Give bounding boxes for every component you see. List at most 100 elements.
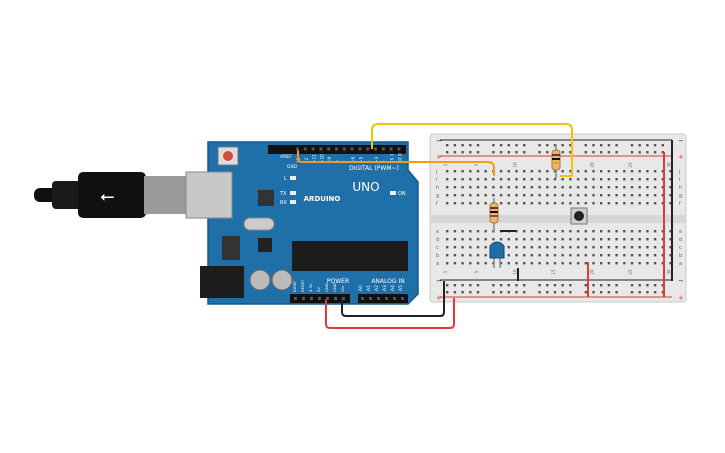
- breadboard-hole: [569, 178, 572, 181]
- breadboard-hole: [546, 254, 549, 257]
- breadboard-hole: [538, 262, 541, 265]
- breadboard-hole: [592, 186, 595, 189]
- breadboard-hole: [653, 170, 657, 173]
- breadboard-hole: [523, 144, 526, 147]
- analog-pin-label: A3: [382, 285, 388, 291]
- breadboard-hole: [576, 170, 580, 173]
- brand-label: ARDUINO: [304, 195, 341, 203]
- breadboard-hole: [669, 246, 672, 249]
- breadboard-hole: [446, 246, 449, 249]
- breadboard-hole: [607, 246, 611, 249]
- breadboard-hole: [592, 262, 595, 265]
- row-letter: d: [679, 237, 682, 243]
- breadboard-hole: [607, 284, 611, 287]
- power-pin-label: Vin: [340, 285, 345, 292]
- breadboard-hole: [646, 254, 649, 257]
- tx-label: TX: [279, 191, 287, 197]
- breadboard-hole: [553, 262, 557, 265]
- breadboard-hole: [615, 170, 618, 173]
- digital-header[interactable]: [290, 145, 406, 154]
- row-letter: e: [436, 229, 439, 235]
- column-number: 5: [474, 270, 479, 273]
- regulator: [258, 238, 272, 252]
- breadboard-hole: [530, 254, 534, 257]
- column-number: 20: [590, 269, 595, 275]
- header-pin: [350, 147, 354, 151]
- breadboard-hole: [523, 202, 526, 205]
- breadboard-hole: [592, 151, 595, 154]
- breadboard-hole: [530, 202, 534, 205]
- breadboard-hole: [492, 144, 495, 147]
- breadboard-hole: [515, 144, 518, 147]
- breadboard-hole: [530, 186, 534, 189]
- wire-red-5v[interactable]: [325, 298, 455, 329]
- header-pin: [326, 297, 329, 300]
- row-letter: i: [436, 177, 437, 183]
- breadboard-hole: [469, 291, 472, 294]
- row-letter: c: [436, 245, 439, 251]
- breadboard-hole: [638, 144, 641, 147]
- column-number: 10: [513, 162, 518, 168]
- header-pin: [385, 297, 388, 300]
- breadboard-hole: [600, 284, 603, 287]
- breadboard-hole: [561, 194, 564, 197]
- breadboard-hole: [623, 238, 626, 241]
- resistor-pulldown[interactable]: [551, 144, 561, 178]
- column-number: 10: [513, 269, 518, 275]
- breadboard-hole: [600, 262, 603, 265]
- breadboard-hole: [446, 230, 449, 233]
- breadboard-hole: [469, 238, 472, 241]
- arduino-uno-board[interactable]: DIGITAL (PWM~) POWER ANALOG IN ARDUINO U…: [185, 141, 419, 305]
- analog-header[interactable]: [358, 294, 408, 303]
- breadboard-hole: [646, 151, 649, 154]
- breadboard-hole: [661, 144, 664, 147]
- breadboard-hole: [553, 230, 557, 233]
- wire-orange-pin13[interactable]: [297, 149, 495, 176]
- usb-icon: ⭠: [100, 186, 114, 207]
- wire-yellow-pin2[interactable]: [371, 123, 573, 177]
- breadboard-hole: [476, 230, 480, 233]
- chip-small: [258, 190, 274, 206]
- power-pin-label: RESET: [300, 279, 305, 292]
- breadboard-hole: [600, 170, 603, 173]
- breadboard-hole: [523, 246, 526, 249]
- breadboard-hole: [630, 144, 634, 147]
- breadboard-hole: [569, 144, 572, 147]
- breadboard-hole: [515, 262, 518, 265]
- breadboard-hole: [446, 202, 449, 205]
- breadboard-hole: [600, 230, 603, 233]
- led[interactable]: [489, 241, 505, 268]
- breadboard-hole: [661, 291, 664, 294]
- breadboard-hole: [476, 238, 480, 241]
- pushbutton[interactable]: [570, 207, 588, 225]
- resistor-led[interactable]: [489, 198, 499, 232]
- breadboard-hole: [561, 202, 564, 205]
- breadboard-hole: [646, 186, 649, 189]
- analog-pin-label: A0: [358, 285, 364, 291]
- breadboard-hole: [530, 194, 534, 197]
- resistor-led-band-3: [490, 215, 498, 217]
- breadboard-hole: [600, 291, 603, 294]
- breadboard-hole: [561, 178, 564, 181]
- breadboard-hole: [638, 151, 641, 154]
- row-letter: b: [436, 253, 439, 259]
- power-jack[interactable]: [200, 266, 244, 298]
- header-pin: [342, 147, 346, 151]
- resistor-led-band-2: [490, 211, 498, 213]
- breadboard-hole: [561, 291, 564, 294]
- aref-header[interactable]: [268, 145, 290, 154]
- breadboard-hole: [576, 246, 580, 249]
- breadboard-hole: [630, 230, 634, 233]
- column-number: 25: [628, 269, 633, 275]
- breadboard-hole: [492, 291, 495, 294]
- usb-plug-body: [78, 172, 146, 218]
- breadboard-hole: [538, 230, 541, 233]
- breadboard-hole: [623, 246, 626, 249]
- digital-pin-label: RX 0: [397, 153, 402, 163]
- breadboard-hole: [669, 230, 672, 233]
- breadboard-hole: [476, 291, 480, 294]
- breadboard-hole: [638, 194, 641, 197]
- wire-black-gnd[interactable]: [341, 281, 445, 317]
- header-pin: [310, 297, 313, 300]
